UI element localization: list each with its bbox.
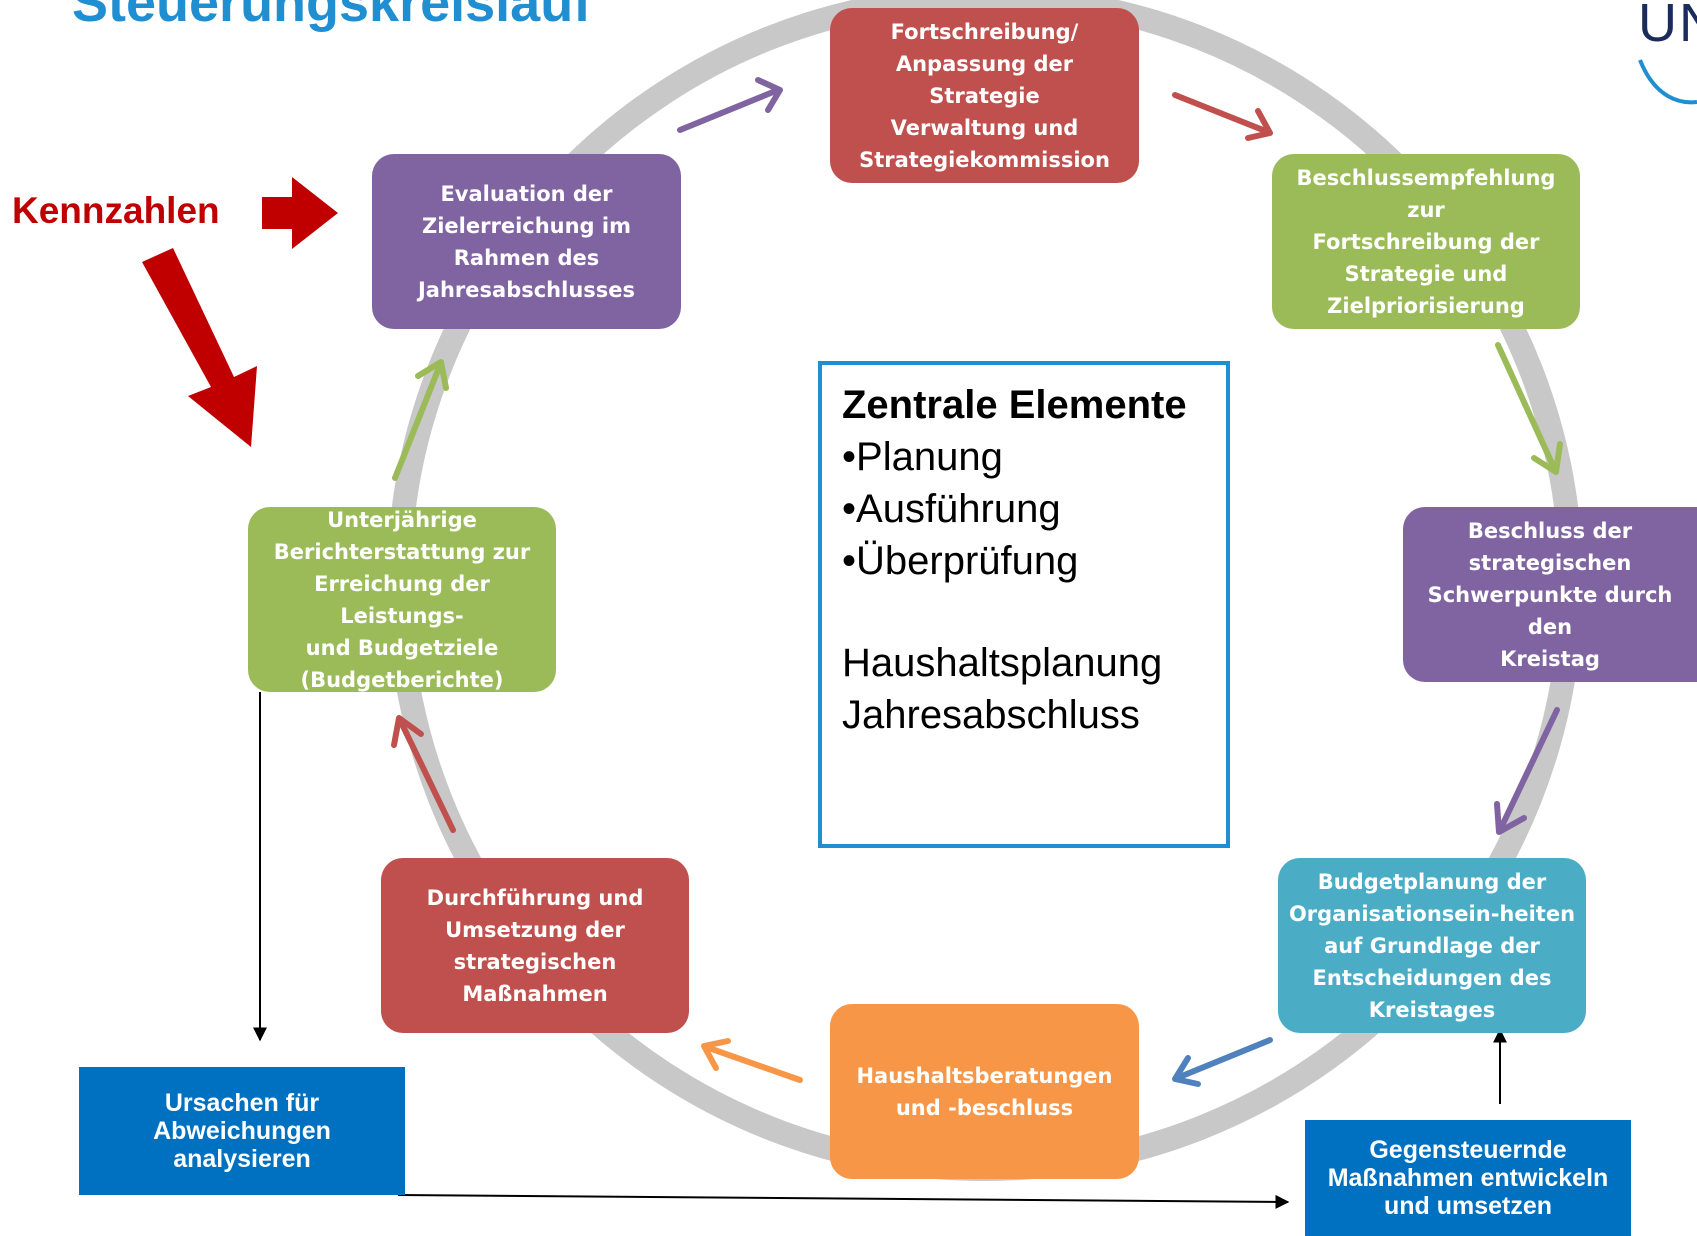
center-heading: Zentrale Elemente [842,383,1187,427]
cycle-arrow-red-topright [1172,92,1273,141]
page-title: Steuerungskreislauf [72,0,592,33]
box-beschlussempfehlung: Beschlussempfehlung zur Fortschreibung d… [1272,154,1580,329]
logo-text: UN [1638,0,1697,53]
box-beschluss: Beschluss der strategischen Schwerpunkte… [1403,507,1697,682]
kennzahlen-arrow-down-icon [142,248,257,447]
center-item-ueberpruefung: Überprüfung [842,535,1226,587]
cycle-arrow-purple-top [677,77,783,133]
cycle-arrow-blue-bottom [1172,1037,1273,1087]
connector-bottom-line [397,1194,1290,1209]
kennzahlen-arrow-right-icon [262,177,338,249]
cycle-arrow-purple-right [1494,707,1560,835]
center-extra-text: Haushaltsplanung Jahresabschluss [842,641,1163,737]
center-list: Planung Ausführung Überprüfung [842,431,1226,587]
box-gegensteuernde: Gegensteuernde Maßnahmen entwickeln und … [1305,1120,1631,1236]
box-budgetplanung: Budgetplanung der Organisationsein-heite… [1278,858,1586,1033]
box-durchfuehrung: Durchführung und Umsetzung der strategis… [381,858,689,1033]
box-fortschreibung: Fortschreibung/ Anpassung der Strategie … [830,8,1139,183]
center-item-ausfuehrung: Ausführung [842,483,1226,535]
box-ursachen: Ursachen für Abweichungen analysieren [79,1067,405,1195]
cycle-arrow-green-left [392,359,449,481]
cycle-arrow-orange-bottom [701,1038,803,1083]
box-evaluation: Evaluation der Zielerreichung im Rahmen … [372,154,681,329]
cycle-arrow-red-left [391,715,456,833]
cycle-arrow-green-right [1495,342,1563,475]
box-haushaltsberatungen: Haushaltsberatungen und -beschluss [830,1004,1139,1179]
logo-arc-icon [1638,59,1697,105]
center-item-planung: Planung [842,431,1226,483]
kennzahlen-label: Kennzahlen [12,190,220,231]
center-elements-box: Zentrale Elemente Planung Ausführung Übe… [818,361,1230,848]
box-unterjaehrige: Unterjährige Berichterstattung zur Errei… [248,507,556,692]
